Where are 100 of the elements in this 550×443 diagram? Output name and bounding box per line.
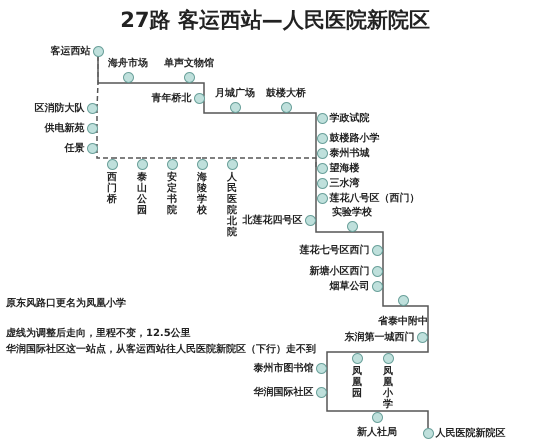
bus-stop — [378, 294, 428, 328]
stop-name: 任景 — [64, 142, 84, 155]
stop-name: 人民医院新院区 — [436, 426, 506, 440]
route-line — [382, 250, 384, 271]
stop-name: 区消防大队 — [34, 102, 84, 115]
route-line — [315, 183, 317, 198]
route-line — [326, 368, 328, 392]
route-line — [377, 410, 429, 428]
bus-stop — [196, 158, 208, 216]
route-line — [315, 153, 317, 168]
stop-name: 北莲花四号区 — [242, 214, 302, 227]
bus-stop — [352, 352, 362, 398]
bus-stop — [382, 352, 394, 410]
stop-name: 东润第一城西门 — [344, 330, 414, 344]
bus-stop — [166, 158, 178, 216]
bus-stop — [310, 264, 382, 278]
stop-name: 三水湾 — [330, 176, 360, 190]
stop-name: 泰州书城 — [330, 146, 370, 160]
bus-stop — [254, 361, 326, 375]
bus-stop — [330, 279, 382, 293]
route-line — [326, 351, 357, 368]
stop-name: 鼓楼路小学 — [330, 132, 380, 145]
route-line — [403, 305, 429, 337]
route-line — [388, 337, 429, 353]
stop-name: 新塘小区西门 — [310, 264, 370, 278]
bus-stop — [34, 101, 98, 115]
bus-stop — [64, 141, 98, 155]
dashed-route-line — [96, 108, 98, 128]
stop-name: 莲花八号区（西门） — [330, 191, 420, 205]
stop-name: 凤凰园 — [352, 366, 362, 398]
stop-name: 学政试院 — [330, 112, 370, 125]
bus-stop — [266, 86, 306, 112]
stop-name: 华润国际社区 — [254, 385, 314, 399]
stop-name: 实验学校 — [332, 205, 372, 218]
route-line — [382, 271, 384, 286]
route-line — [189, 82, 205, 98]
route-line — [286, 112, 317, 118]
dashed-route-line — [96, 148, 112, 159]
stop-name: 单声文物馆 — [164, 56, 214, 70]
bus-stop — [226, 158, 238, 238]
stop-name: 客运西站 — [50, 44, 90, 58]
route-line — [235, 112, 286, 114]
route-line — [357, 351, 388, 353]
bus-stop — [422, 426, 506, 440]
route-line — [315, 138, 317, 153]
bus-stop — [300, 243, 382, 257]
stop-name: 莲花七号区西门 — [300, 243, 370, 257]
stop-name: 省泰中附中 — [378, 314, 428, 328]
dashed-route-line — [96, 56, 99, 108]
bus-stop — [316, 146, 370, 160]
bus-stop — [106, 158, 118, 204]
bus-stop — [332, 204, 372, 232]
route-line — [315, 198, 317, 220]
bus-stop — [108, 56, 148, 82]
bus-stop — [152, 91, 204, 105]
bus-stop — [254, 385, 326, 399]
dashed-route-line — [142, 157, 172, 159]
stop-name: 月城广场 — [215, 86, 255, 100]
dashed-route-line — [232, 157, 317, 168]
stop-name: 泰山公园 — [136, 172, 148, 216]
bus-stop — [44, 121, 98, 135]
route-line — [203, 98, 235, 114]
bus-stop — [357, 412, 397, 438]
bus-stop — [50, 44, 104, 58]
stop-name: 供电新苑 — [44, 121, 84, 135]
note-text: 原东风路口更名为凤凰小学 — [6, 296, 126, 310]
bus-stop — [136, 158, 148, 216]
stop-name: 西门桥 — [106, 172, 118, 204]
dashed-route-line — [202, 157, 232, 159]
bus-stop — [316, 176, 360, 190]
bus-stop — [164, 56, 214, 82]
note-text: 虚线为调整后走向，里程不变，12.5公里 — [6, 326, 191, 340]
stop-name: 鼓楼大桥 — [266, 86, 306, 100]
bus-stop — [242, 213, 316, 227]
stop-name: 望海楼 — [330, 162, 360, 175]
dashed-route-line — [172, 157, 202, 159]
stop-name: 青年桥北 — [152, 92, 192, 105]
note-text: 华润国际社区这一站点，从客运西站往人民医院新院区（下行）走不到 — [6, 342, 316, 356]
route-line — [128, 82, 189, 84]
stop-name: 泰州市图书馆 — [254, 361, 314, 375]
bus-stop — [215, 86, 255, 112]
route-line — [382, 286, 403, 307]
route-line — [315, 168, 317, 183]
stop-name: 安定书院 — [166, 172, 178, 216]
bus-stop — [316, 161, 360, 175]
stop-name: 人民医院北院 — [226, 172, 238, 238]
dashed-route-line — [112, 157, 142, 159]
stop-name: 海陵学校 — [196, 172, 208, 216]
stop-name: 新人社局 — [357, 425, 397, 438]
dashed-route-line — [96, 128, 98, 148]
bus-stop — [344, 330, 428, 344]
route-line — [326, 392, 377, 412]
route-line — [315, 220, 352, 233]
stop-name: 烟草公司 — [330, 280, 370, 293]
route-line — [352, 231, 384, 250]
route-line — [315, 118, 317, 138]
stop-name: 凤凰小学 — [382, 366, 394, 410]
bus-stop — [316, 131, 380, 145]
stop-name: 海舟市场 — [108, 56, 148, 70]
bus-stop — [316, 111, 370, 125]
